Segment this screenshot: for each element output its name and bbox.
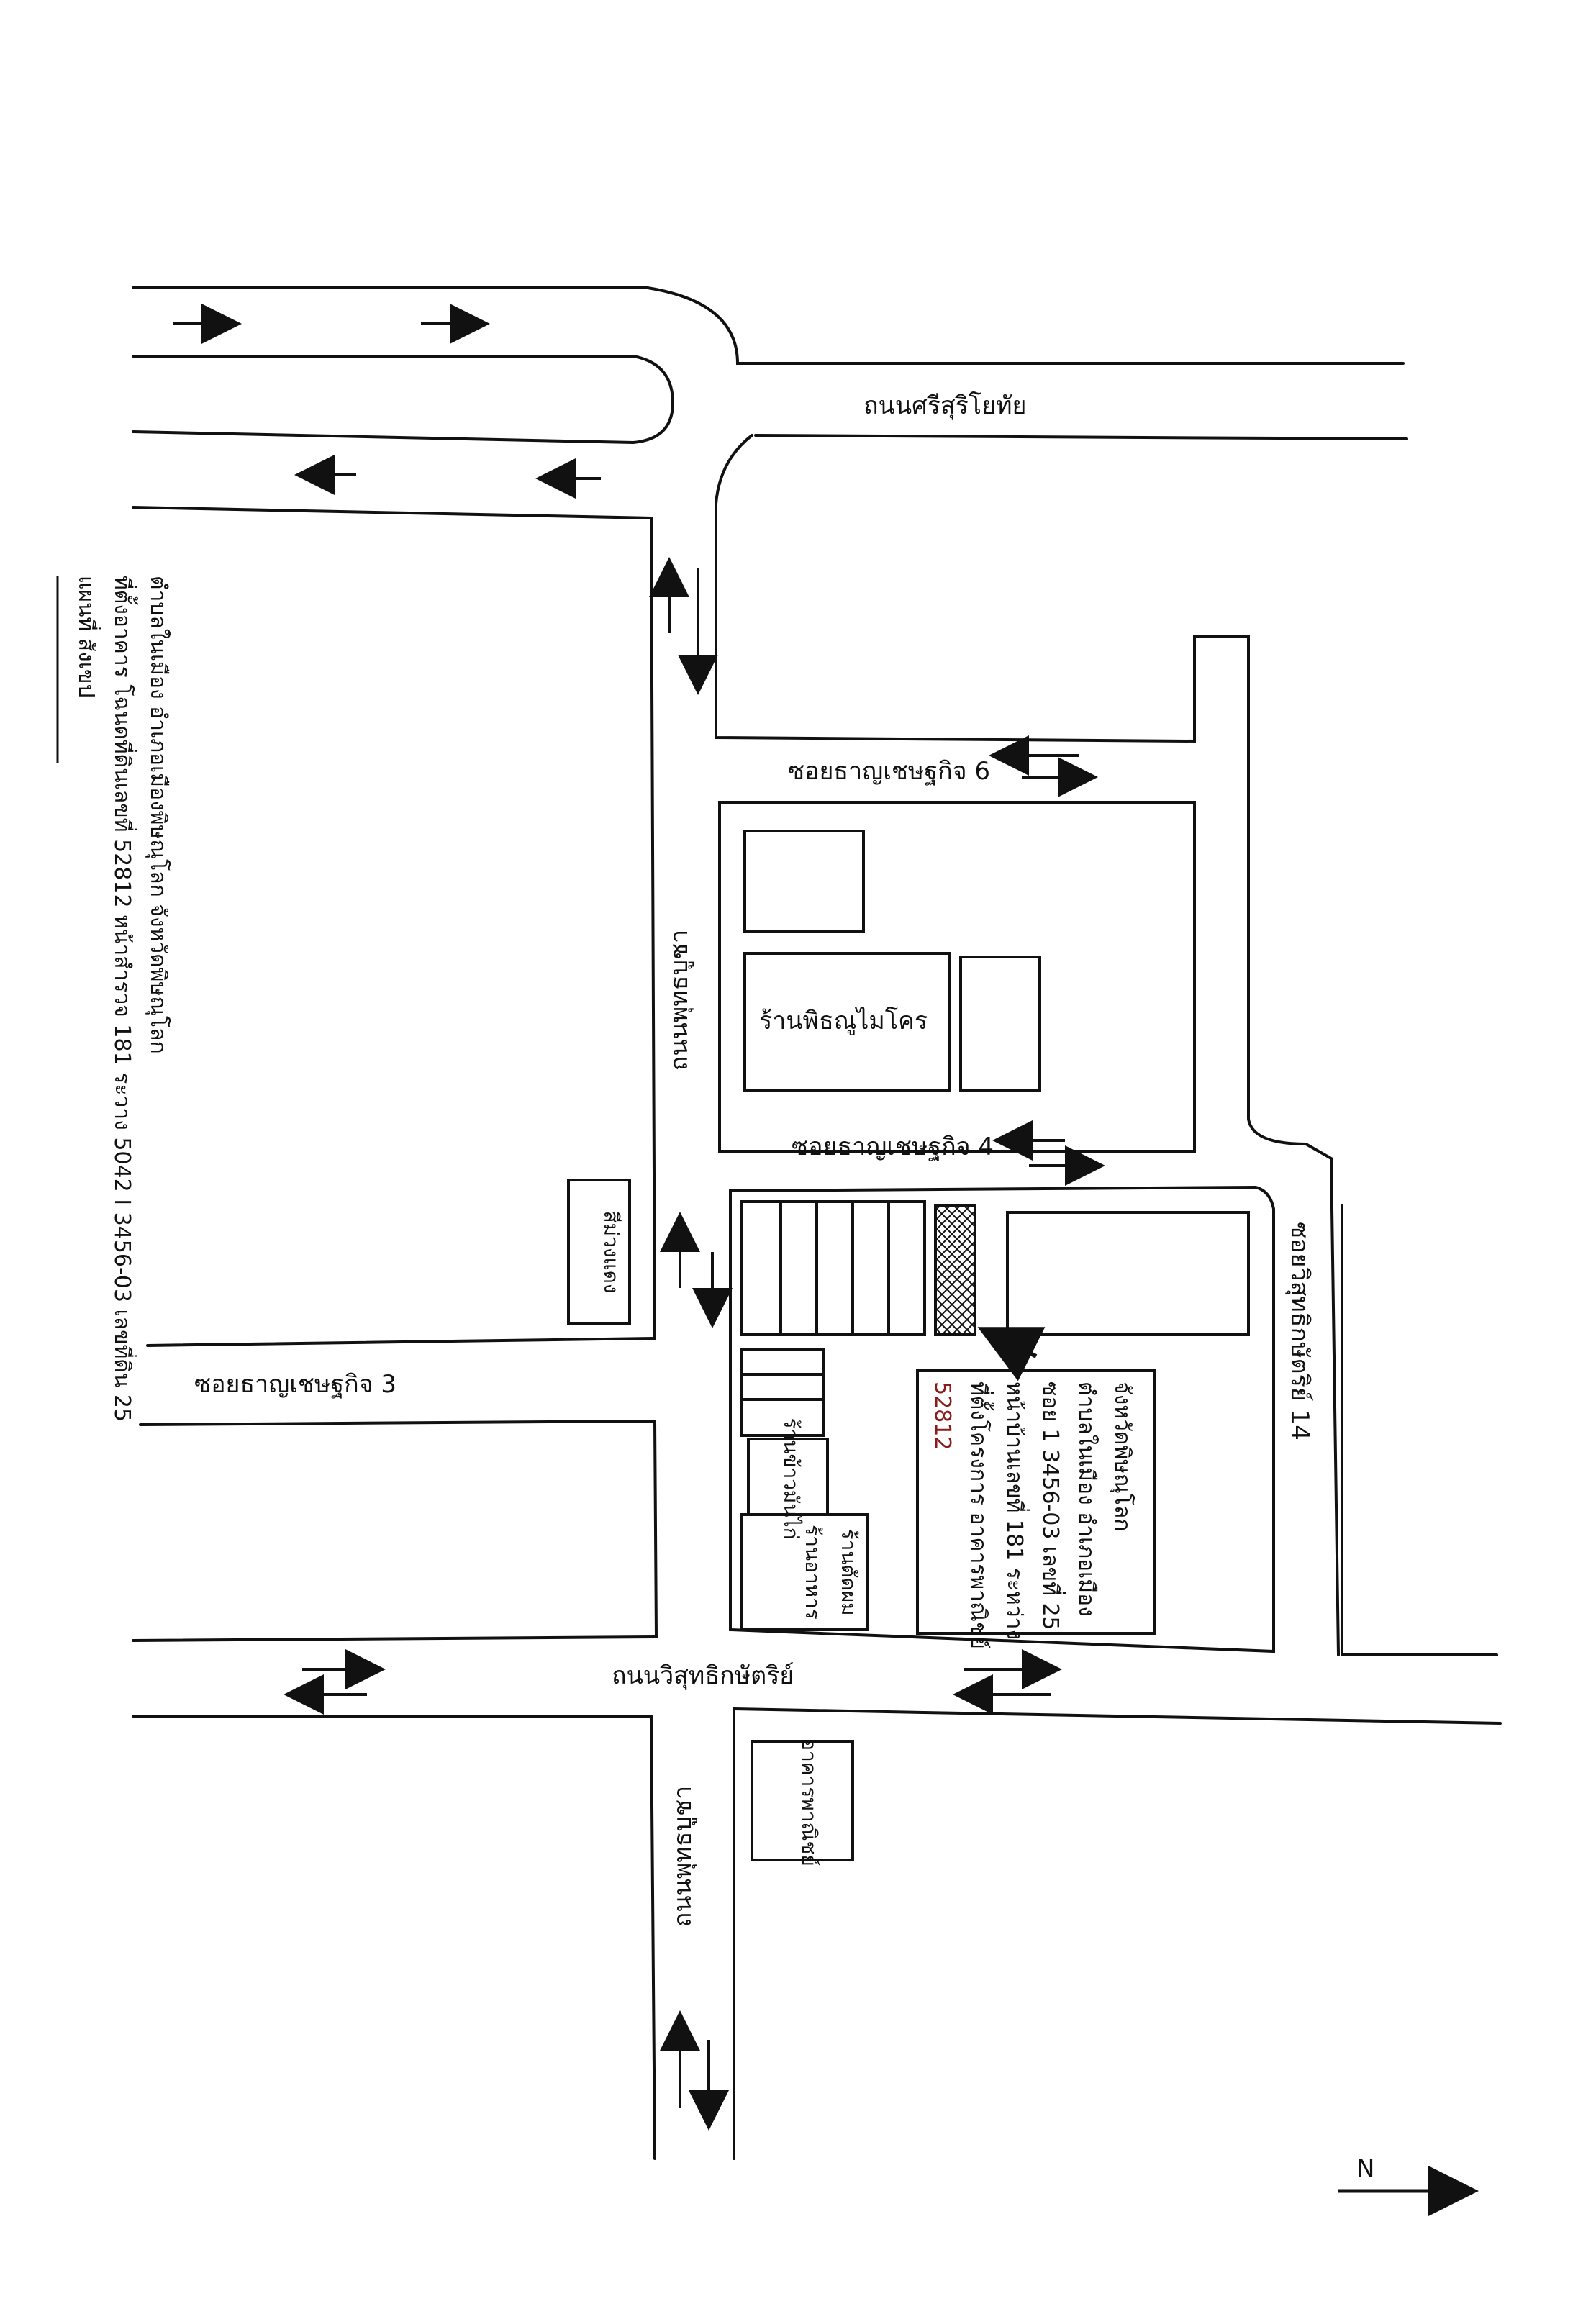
shophouse-2 [779,1200,818,1336]
label-top-road: ถนนศรีสุริโยทัย [863,391,1026,420]
shophouse-5 [887,1200,926,1336]
target-note-line: จังหวัดพิษณุโลก [1109,1381,1135,1531]
building-row-2 [740,1373,825,1401]
north-marker-label: N [1356,2154,1374,2183]
target-note-line: ซอย 1 3456-03 เลขที่ 25 [1038,1381,1066,1630]
label-main-road-south: ถนนพุทธบูชา [668,1786,697,1927]
label-soi-14: ซอยวิสุทธิกษัตริย์ 14 [1285,1222,1314,1440]
label-bottom-road: ถนนวิสุทธิกษัตริย์ [612,1661,794,1690]
label-soi-6: ซอยธาญเชษฐกิจ 6 [788,757,990,786]
building-side [959,956,1041,1092]
pointer-arrow-icon [977,1327,1046,1381]
label-main-road-north: ถนนพุทธบูชา [665,930,694,1071]
building-left [567,1179,631,1325]
side-note: แผนที่ สังเขป ที่ตั้งอาคาร โฉนดที่ดินเลข… [73,576,171,1422]
building-large-right [1006,1211,1250,1336]
main-road-left-edge-south [650,1715,656,2160]
target-note-line: ที่ตั้งโครงการ อาคารพาณิชย์ [966,1381,994,1649]
building-small-top [743,830,865,933]
building-small-b [740,1513,869,1631]
road-lines [132,286,1502,2160]
label-left-building: สีม่วงแดง [599,1211,623,1294]
top-road-upper-edge [132,286,1405,365]
building-bottom [751,1740,854,1861]
target-note-number: 52812 [930,1381,955,1450]
north-arrow-icon: N [1338,2154,1479,2216]
shophouse-3 [815,1200,854,1336]
bottom-road-upper-edge-left [132,1635,658,1642]
side-note-line: ตำบลในเมือง อำเภอเมืองพิษณุโลก จังหวัดพิ… [145,576,171,1054]
side-note-line: ที่ตั้งอาคาร โฉนดที่ดินเลขที่ 52812 หน้า… [109,576,138,1422]
label-small-1: ร้านข้าวมันไก่ [779,1417,803,1539]
top-road-lower-edge-left [132,506,653,519]
shophouse-4 [851,1200,890,1336]
block-soi6-soi4 [718,801,1196,1153]
label-small-3: ร้านตัดผม [837,1528,861,1615]
soi3-upper-edge [146,1337,656,1347]
shophouse-1 [740,1200,782,1336]
building-row-1 [740,1348,825,1376]
top-road-divider [132,355,675,445]
building-row-3 [740,1398,825,1437]
target-note-line: ตำบลในเมือง อำเภอเมือง [1074,1381,1099,1617]
main-road-left-edge-north [650,517,656,1340]
blocks [567,801,1275,1861]
top-road-lower-edge-right [754,434,1408,440]
label-small-2: ร้านอาหาร [801,1525,825,1620]
soi3-lower-edge [139,1420,656,1426]
main-road-left-edge-mid [653,1420,658,1638]
traffic-arrows [173,304,1105,2131]
block-target [729,1185,1275,1653]
label-soi-4: ซอยธาญเชษฐกิจ 4 [792,1133,994,1161]
target-plot [934,1204,976,1336]
side-note-title: แผนที่ สังเขป [73,576,101,698]
label-shop: ร้านพิธณูไมโคร [759,1007,928,1035]
label-soi-3: ซอยธาญเชษฐกิจ 3 [194,1370,396,1399]
right-block-outline [715,434,1340,1656]
target-note-line: หน้าบ้านเลขที่ 181 ระหว่าง [1002,1381,1030,1640]
bottom-road-lower-edge-right [733,1707,1502,1725]
building-shop [743,952,951,1092]
target-note: 52812 ที่ตั้งโครงการ อาคารพาณิชย์ หน้าบ้… [930,1381,1135,1649]
label-bottom-building: อาคารพาณิชย์ [797,1738,821,1866]
